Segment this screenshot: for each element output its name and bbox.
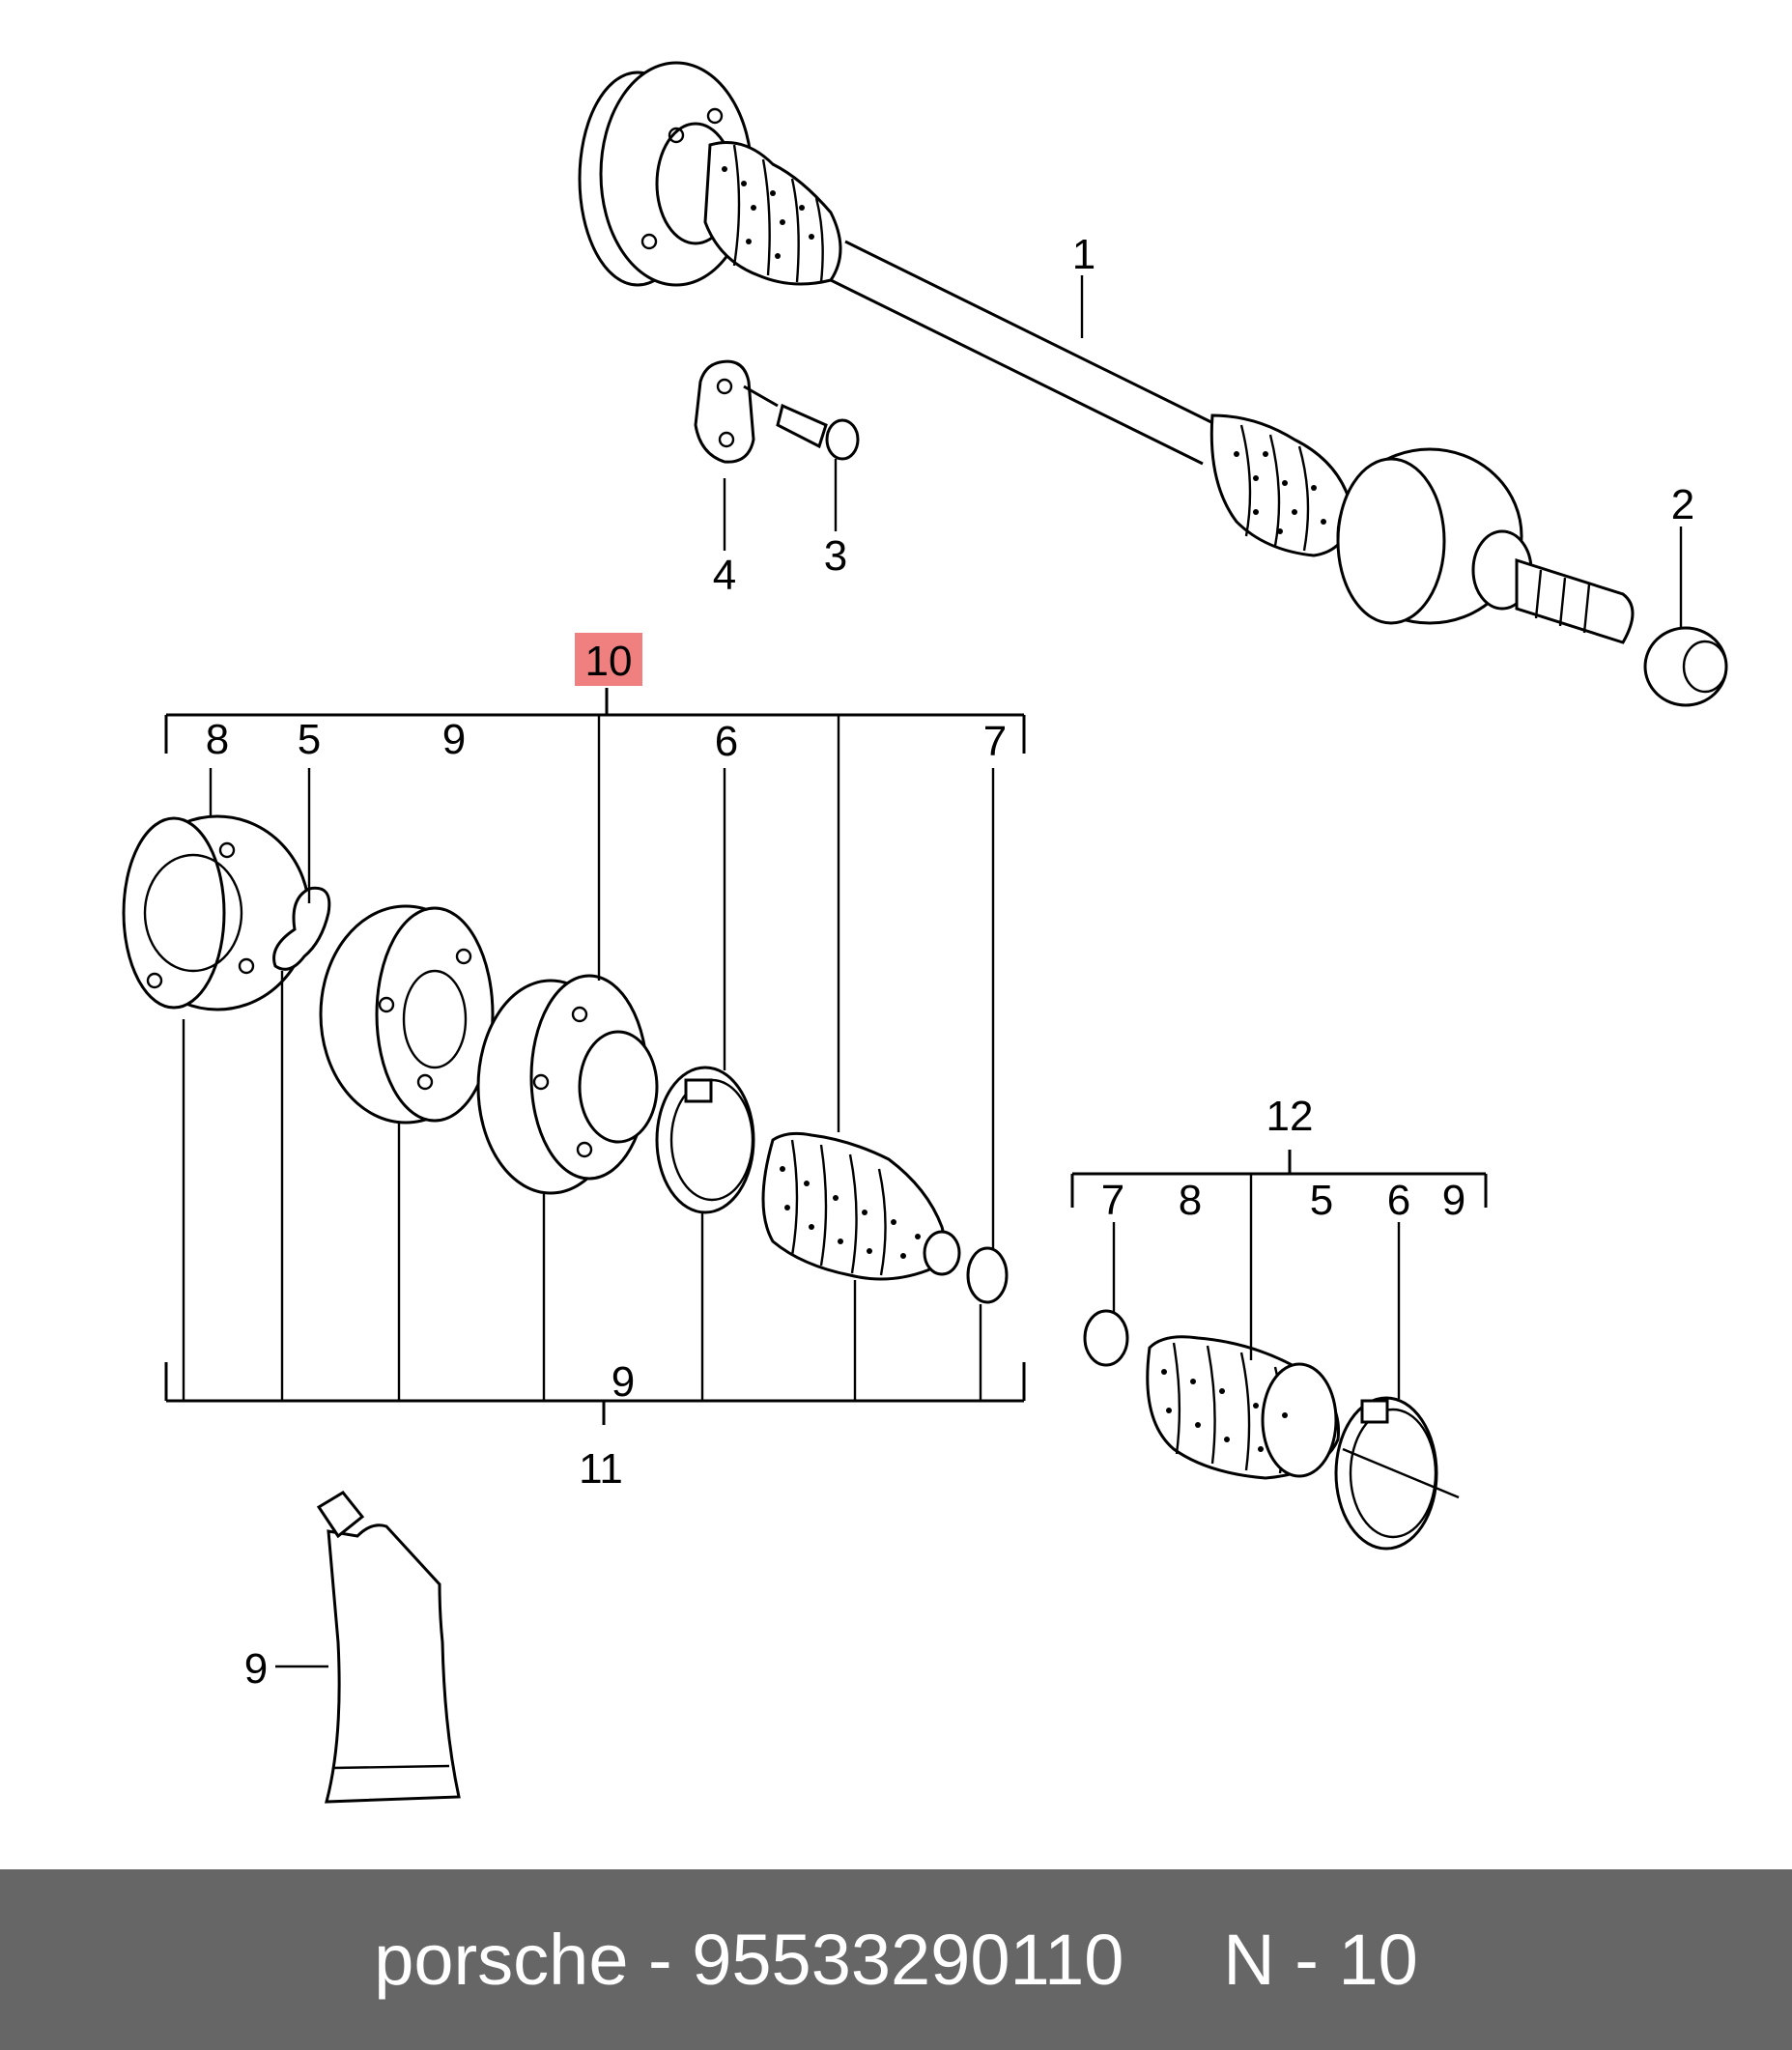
parts-diagram: 1 2 3 4 10 8 5 9 6 7 9 11 12 7 8 5 6 9 9 [122,61,1728,1804]
drive-shaft-part [578,61,1635,644]
callout-10: 10 [585,638,633,685]
callout-kit10-9: 9 [442,716,466,763]
protective-boot-part [761,1131,961,1281]
callout-kit10-8: 8 [206,716,229,763]
callout-11: 11 [579,1445,623,1493]
joint-hub-part [319,904,495,1125]
bolt-part [743,384,860,461]
callout-kit10-6: 6 [715,718,738,765]
hose-clamp-small-part [966,1246,1009,1304]
hose-clamp-large-part [655,1066,755,1214]
callout-kit12-6: 6 [1387,1177,1410,1224]
dots-shaft [722,166,1326,534]
constant-velocity-joint-part [476,974,659,1195]
callout-kit11-9: 9 [612,1358,635,1406]
callout-kit12-7: 7 [1101,1177,1124,1224]
callout-grease-9: 9 [244,1645,268,1693]
callout-4: 4 [713,552,736,599]
circlip-part [272,886,331,971]
callout-3: 3 [824,532,847,580]
kit-12-bracket [1070,1150,1488,1399]
callout-kit10-5: 5 [298,716,321,763]
callout-2: 2 [1671,481,1694,528]
dots-boot [780,1166,921,1259]
collar-nut-part [1643,626,1728,707]
kit-11-bracket [164,971,1026,1425]
joint-housing-part [122,814,311,1011]
callout-kit12-9: 9 [1442,1177,1465,1224]
callout-10-highlight [575,633,642,686]
lock-plate-part [694,359,755,464]
grease-tube-part [275,1491,461,1804]
callout-1: 1 [1072,231,1095,278]
part-number-caption: porsche - 95533290110 N - 10 [374,1920,1418,2000]
callout-kit12-5: 5 [1310,1177,1333,1224]
callout-12: 12 [1266,1093,1314,1140]
kit-10-bracket [164,633,1026,1248]
callout-kit12-8: 8 [1179,1177,1202,1224]
kit-12-parts [1083,1309,1460,1551]
caption-bar: porsche - 95533290110 N - 10 [0,1869,1792,2050]
callout-kit10-7: 7 [983,718,1007,765]
